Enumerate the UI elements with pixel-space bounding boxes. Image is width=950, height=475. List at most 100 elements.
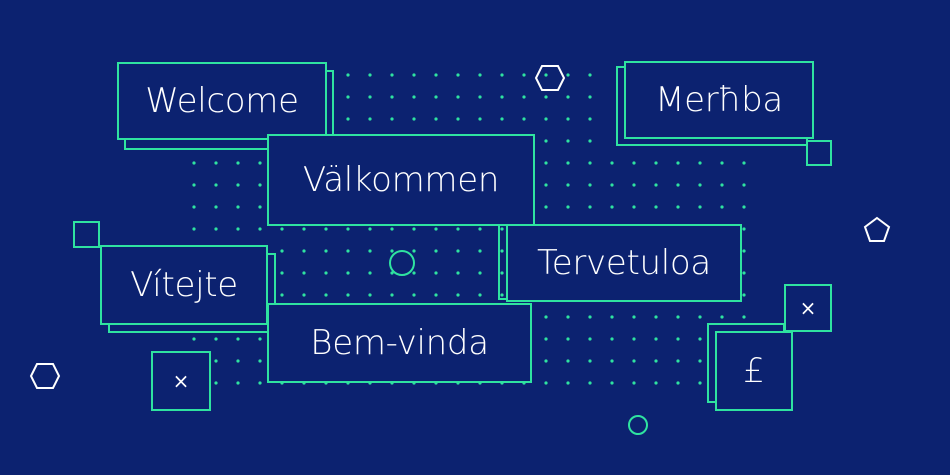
grid-dot xyxy=(368,293,372,297)
grid-dot xyxy=(588,337,592,341)
grid-dot xyxy=(566,183,570,187)
grid-dot xyxy=(500,271,504,275)
circle-icon xyxy=(389,250,415,276)
grid-dot xyxy=(478,227,482,231)
greeting-text: Tervetuloa xyxy=(537,243,711,283)
grid-dot xyxy=(610,183,614,187)
grid-dot xyxy=(676,359,680,363)
grid-dot xyxy=(588,183,592,187)
grid-dot xyxy=(610,381,614,385)
grid-dot xyxy=(214,205,218,209)
grid-dot xyxy=(588,117,592,121)
grid-dot xyxy=(324,227,328,231)
grid-dot xyxy=(632,381,636,385)
greeting-text: Welcome xyxy=(145,81,299,121)
grid-dot xyxy=(544,117,548,121)
greeting-merhba: Merħba xyxy=(624,61,814,139)
grid-dot xyxy=(500,95,504,99)
grid-dot xyxy=(434,293,438,297)
grid-dot xyxy=(676,315,680,319)
grid-dot xyxy=(456,271,460,275)
grid-dot xyxy=(390,73,394,77)
grid-dot xyxy=(610,337,614,341)
grid-dot xyxy=(478,249,482,253)
grid-dot xyxy=(742,315,746,319)
grid-dot xyxy=(654,205,658,209)
grid-dot xyxy=(236,183,240,187)
grid-dot xyxy=(544,183,548,187)
grid-dot xyxy=(544,381,548,385)
greeting-vitejte: Vítejte xyxy=(100,245,268,325)
grid-dot xyxy=(654,183,658,187)
grid-dot xyxy=(522,117,526,121)
grid-dot xyxy=(500,249,504,253)
grid-dot xyxy=(742,249,746,253)
grid-dot xyxy=(214,381,218,385)
grid-dot xyxy=(588,161,592,165)
hexagon-icon xyxy=(534,65,566,91)
grid-dot xyxy=(390,293,394,297)
grid-dot xyxy=(566,73,570,77)
grid-dot xyxy=(192,161,196,165)
grid-dot xyxy=(456,73,460,77)
grid-dot xyxy=(544,161,548,165)
greeting-text: Vítejte xyxy=(130,265,238,305)
pound-symbol-box: £ xyxy=(715,331,793,411)
grid-dot xyxy=(632,205,636,209)
grid-dot xyxy=(214,337,218,341)
grid-dot xyxy=(368,249,372,253)
grid-dot xyxy=(588,139,592,143)
pound-symbol: £ xyxy=(743,351,765,391)
grid-dot xyxy=(192,337,196,341)
grid-dot xyxy=(676,205,680,209)
grid-dot xyxy=(324,249,328,253)
grid-dot xyxy=(368,117,372,121)
grid-dot xyxy=(280,271,284,275)
grid-dot xyxy=(390,95,394,99)
close-icon: × xyxy=(784,284,832,332)
grid-dot xyxy=(742,183,746,187)
grid-dot xyxy=(566,139,570,143)
grid-dot xyxy=(412,249,416,253)
grid-dot xyxy=(478,117,482,121)
grid-dot xyxy=(192,205,196,209)
greeting-bem-vinda: Bem-vinda xyxy=(267,303,532,383)
hexagon-icon xyxy=(29,363,61,389)
grid-dot xyxy=(368,73,372,77)
grid-dot xyxy=(544,359,548,363)
grid-dot xyxy=(456,227,460,231)
grid-dot xyxy=(258,337,262,341)
grid-dot xyxy=(698,205,702,209)
grid-dot xyxy=(236,227,240,231)
grid-dot xyxy=(610,205,614,209)
greeting-welcome: Welcome xyxy=(117,62,327,140)
grid-dot xyxy=(544,315,548,319)
grid-dot xyxy=(566,117,570,121)
grid-dot xyxy=(588,381,592,385)
grid-dot xyxy=(566,205,570,209)
grid-dot xyxy=(456,117,460,121)
grid-dot xyxy=(192,183,196,187)
grid-dot xyxy=(214,183,218,187)
circle-icon xyxy=(628,415,648,435)
grid-dot xyxy=(346,293,350,297)
grid-dot xyxy=(698,161,702,165)
grid-dot xyxy=(676,161,680,165)
grid-dot xyxy=(654,381,658,385)
grid-dot xyxy=(412,227,416,231)
grid-dot xyxy=(566,381,570,385)
grid-dot xyxy=(632,337,636,341)
grid-dot xyxy=(302,227,306,231)
grid-dot xyxy=(632,183,636,187)
grid-dot xyxy=(390,117,394,121)
grid-dot xyxy=(698,359,702,363)
close-icon: × xyxy=(151,351,211,411)
grid-dot xyxy=(346,249,350,253)
greeting-text: Välkommen xyxy=(302,160,500,200)
grid-dot xyxy=(390,249,394,253)
grid-dot xyxy=(258,227,262,231)
grid-dot xyxy=(522,95,526,99)
grid-dot xyxy=(544,337,548,341)
grid-dot xyxy=(236,337,240,341)
grid-dot xyxy=(654,315,658,319)
